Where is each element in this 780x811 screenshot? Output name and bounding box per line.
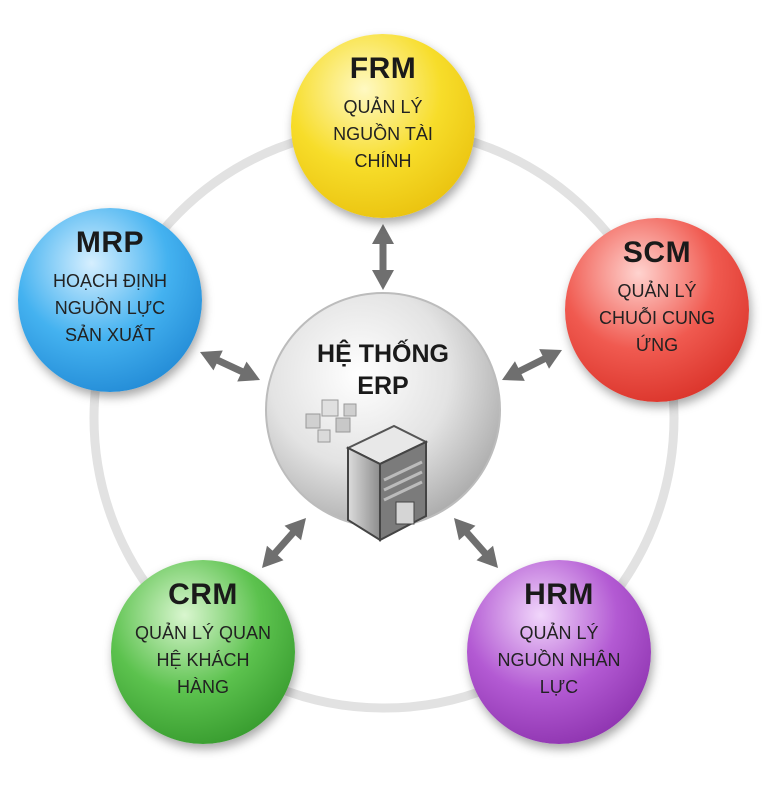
- module-hrm-line-2: NGUỒN NHÂN: [497, 650, 621, 670]
- arrow-head-center-scm: [502, 361, 525, 381]
- double-arrow-icon-scm: [502, 349, 562, 381]
- arrow-head-center-hrm: [454, 518, 476, 541]
- module-scm-line-1: QUẢN LÝ: [617, 281, 697, 301]
- double-arrow-icon-mrp: [200, 350, 260, 382]
- module-frm-abbr: FRM: [349, 52, 417, 85]
- double-arrow-icon-hrm: [454, 518, 498, 568]
- module-hrm-line-3: LỰC: [539, 677, 579, 697]
- arrow-head-module-scm: [539, 349, 562, 369]
- module-mrp-line-1: HOẠCH ĐỊNH: [52, 271, 167, 291]
- module-scm: SCM QUẢN LÝ CHUỖI CUNG ỨNG: [565, 218, 749, 402]
- double-arrow-icon-frm: [372, 224, 394, 290]
- erp-title-line1: HỆ THỐNG: [317, 340, 449, 368]
- arrow-head-module-crm: [262, 545, 284, 568]
- module-mrp-line-2: NGUỒN LỰC: [54, 298, 166, 318]
- erp-title-line2: ERP: [357, 372, 409, 400]
- module-hrm-line-1: QUẢN LÝ: [519, 623, 599, 643]
- arrow-shaft-hrm: [460, 526, 492, 560]
- module-crm-desc: QUẢN LÝ QUAN HỆ KHÁCH HÀNG: [111, 620, 295, 701]
- arrow-head-center-mrp: [200, 350, 223, 371]
- module-crm-line-2: HỆ KHÁCH: [156, 650, 250, 670]
- module-hrm-abbr: HRM: [524, 578, 594, 611]
- module-mrp: MRP HOẠCH ĐỊNH NGUỒN LỰC SẢN XUẤT: [18, 208, 202, 392]
- arrow-head-center-frm: [372, 224, 394, 244]
- module-scm-line-3: ỨNG: [635, 335, 679, 355]
- erp-center-title: HỆ THỐNG ERP: [283, 338, 483, 402]
- module-scm-line-2: CHUỖI CUNG: [599, 308, 715, 328]
- module-mrp-desc: HOẠCH ĐỊNH NGUỒN LỰC SẢN XUẤT: [18, 268, 202, 349]
- double-arrow-icon-crm: [262, 518, 306, 568]
- module-scm-abbr: SCM: [622, 236, 692, 269]
- module-frm-desc: QUẢN LÝ NGUỒN TÀI CHÍNH: [291, 94, 475, 175]
- module-hrm-desc: QUẢN LÝ NGUỒN NHÂN LỰC: [467, 620, 651, 701]
- module-crm: CRM QUẢN LÝ QUAN HỆ KHÁCH HÀNG: [111, 560, 295, 744]
- module-frm: FRM QUẢN LÝ NGUỒN TÀI CHÍNH: [291, 34, 475, 218]
- arrow-head-module-hrm: [476, 545, 498, 568]
- module-crm-abbr: CRM: [168, 578, 238, 611]
- module-frm-line-2: NGUỒN TÀI: [333, 124, 433, 144]
- arrow-head-module-mrp: [237, 361, 260, 382]
- server-icon: [305, 399, 429, 542]
- arrow-head-module-frm: [372, 270, 394, 290]
- module-mrp-abbr: MRP: [75, 226, 145, 259]
- arrow-shaft-scm: [512, 353, 552, 377]
- arrow-shaft-crm: [268, 526, 300, 560]
- arrow-head-center-crm: [284, 518, 306, 541]
- module-mrp-line-3: SẢN XUẤT: [64, 325, 156, 345]
- module-crm-line-3: HÀNG: [176, 677, 229, 697]
- arrow-shaft-mrp: [211, 354, 249, 378]
- module-hrm: HRM QUẢN LÝ NGUỒN NHÂN LỰC: [467, 560, 651, 744]
- module-crm-line-1: QUẢN LÝ QUAN: [134, 623, 272, 643]
- module-frm-line-3: CHÍNH: [354, 151, 412, 171]
- module-scm-desc: QUẢN LÝ CHUỖI CUNG ỨNG: [565, 278, 749, 359]
- module-frm-line-1: QUẢN LÝ: [343, 97, 423, 117]
